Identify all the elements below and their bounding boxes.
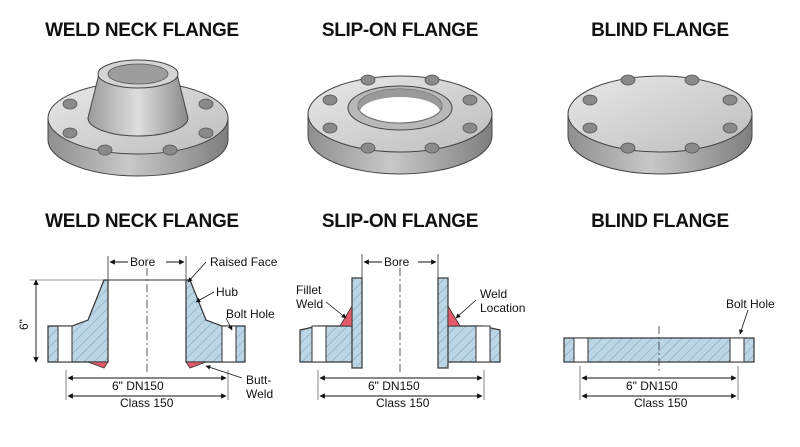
weld-neck-bore-label: Bore [130, 255, 156, 269]
slip-on-title-bottom: SLIP-ON FLANGE [321, 211, 479, 232]
slip-on-bore-label: Bore [384, 255, 410, 269]
weld-neck-title-bottom: WELD NECK FLANGE [45, 211, 239, 232]
blind-3d-illustration [567, 74, 753, 175]
fillet-weld-label-line2: Weld [296, 297, 323, 311]
blind-title-bottom: BLIND FLANGE [591, 211, 729, 232]
butt-weld-label-line2: Weld [246, 387, 273, 401]
slip-on-cross-section [299, 254, 501, 400]
weld-neck-class-label: Class 150 [120, 396, 174, 410]
blind-size-label: 6" DN150 [626, 379, 678, 393]
slip-on-size-label: 6" DN150 [368, 379, 420, 393]
weld-neck-bolt-hole-label: Bolt Hole [226, 307, 275, 321]
slip-on-class-label: Class 150 [376, 396, 430, 410]
weld-location-label-line1: Weld [480, 287, 507, 301]
weld-neck-size-label: 6" DN150 [112, 379, 164, 393]
blind-title-top: BLIND FLANGE [591, 20, 729, 41]
blind-class-label: Class 150 [634, 396, 688, 410]
slip-on-title-top: SLIP-ON FLANGE [321, 20, 479, 41]
weld-location-label-line2: Location [480, 301, 525, 315]
butt-weld-label-line1: Butt- [246, 373, 271, 387]
hub-label: Hub [216, 285, 238, 299]
weld-neck-title-top: WELD NECK FLANGE [45, 20, 239, 41]
weld-neck-3d-illustration [47, 59, 229, 177]
slip-on-3d-illustration [307, 74, 493, 175]
fillet-weld-label-line1: Fillet [296, 283, 322, 297]
weld-neck-cross-section [30, 256, 246, 400]
raised-face-label: Raised Face [210, 255, 278, 269]
weld-neck-height-label: 6" [17, 319, 31, 330]
blind-cross-section [563, 309, 755, 400]
blind-bolt-hole-label: Bolt Hole [726, 297, 775, 311]
